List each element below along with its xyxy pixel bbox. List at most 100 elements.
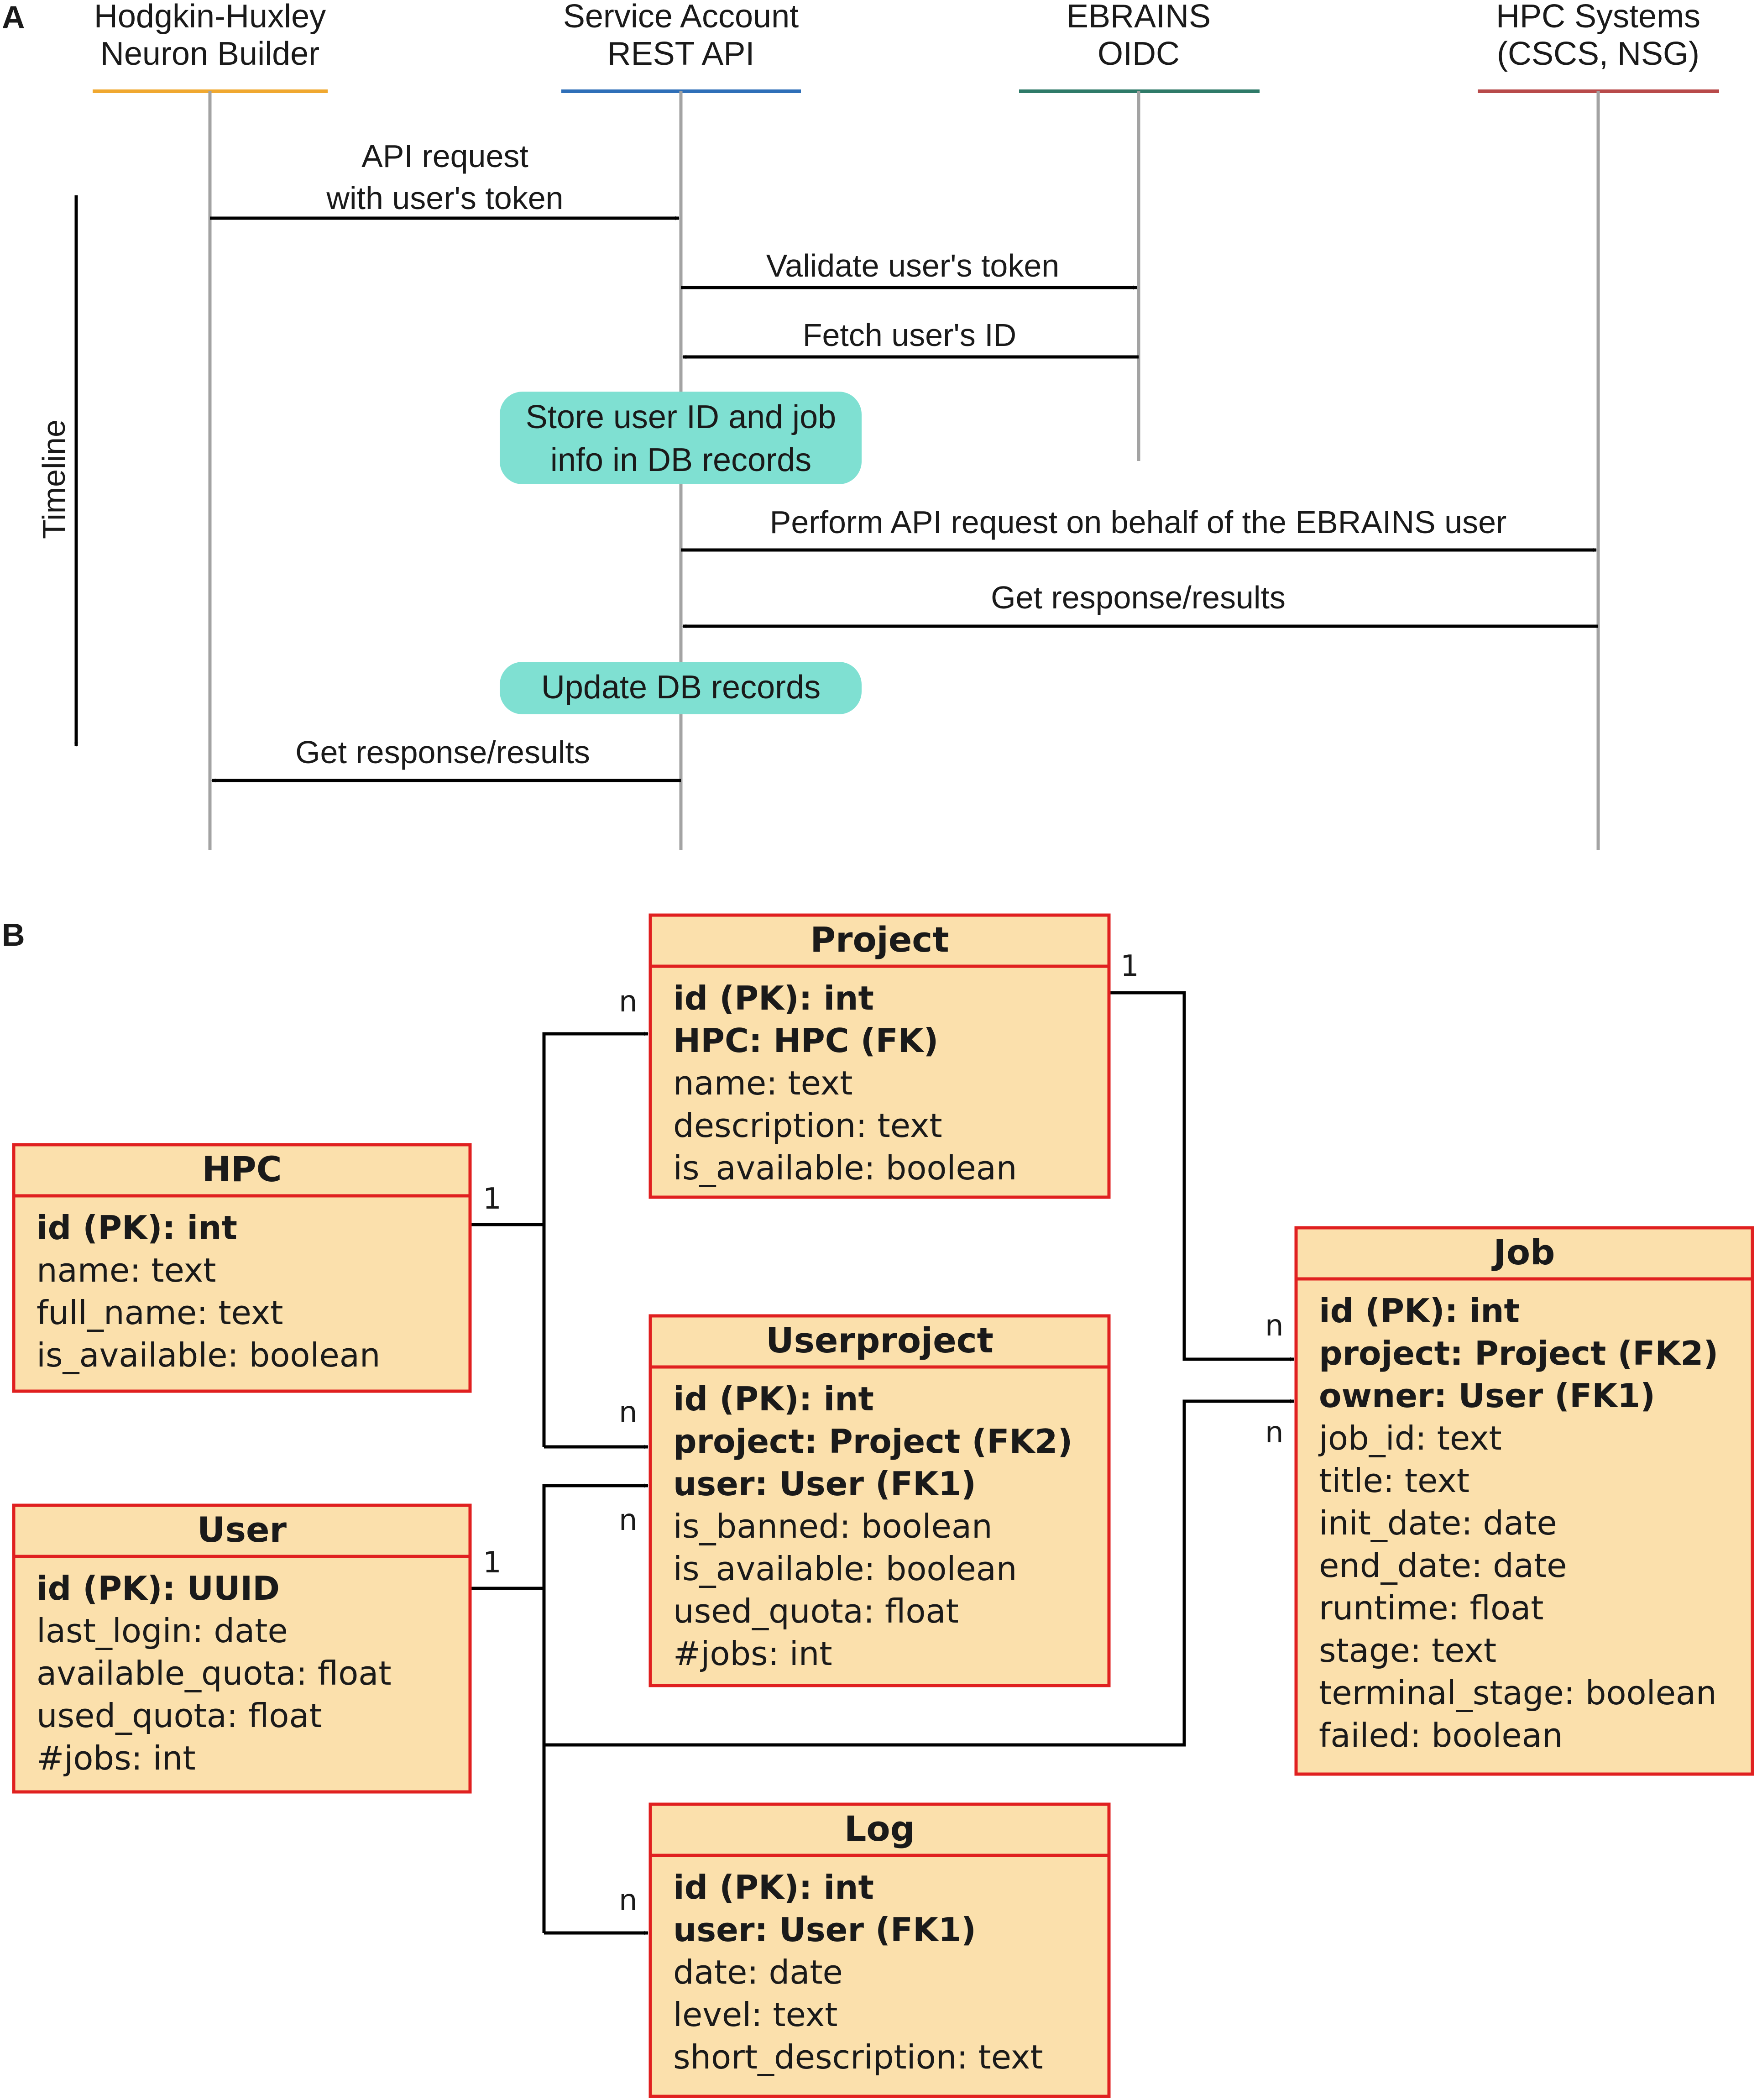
- message-validate-token: Validate user's token: [681, 248, 1137, 290]
- cardinality-project-many: n: [619, 985, 638, 1019]
- message-label-line2: with user's token: [326, 180, 563, 216]
- note-label-line1: Store user ID and job: [526, 399, 836, 435]
- entity-field: id (PK): int: [673, 1380, 874, 1418]
- entity-job: Job id (PK): int project: Project (FK2) own…: [1294, 1226, 1754, 1776]
- entity-field: date: date: [673, 1953, 843, 1991]
- message-api-request: API request with user's token: [210, 138, 680, 220]
- entity-field: owner: User (FK1): [1319, 1377, 1655, 1415]
- entity-field: used_quota: float: [673, 1592, 959, 1630]
- message-label: Perform API request on behalf of the EBR…: [770, 504, 1507, 540]
- timeline: Timeline: [36, 195, 78, 747]
- entity-field: failed: boolean: [1319, 1716, 1563, 1754]
- entity-field: id (PK): UUID: [37, 1569, 280, 1608]
- message-label: Fetch user's ID: [803, 317, 1017, 353]
- entity-box: [1294, 1226, 1754, 1776]
- entity-field: is_available: boolean: [37, 1336, 381, 1374]
- entity-field: end_date: date: [1319, 1546, 1567, 1585]
- actor-label-line2: (CSCS, NSG): [1497, 36, 1699, 72]
- entity-box: [648, 913, 1111, 1199]
- panel-a-label: A: [2, 0, 25, 35]
- cardinality-job-project-many: n: [1265, 1309, 1284, 1343]
- note-box: [500, 392, 862, 484]
- entity-field: id (PK): int: [673, 1868, 874, 1906]
- message-label-line1: API request: [361, 138, 528, 174]
- connector-hpc-project: [542, 1032, 648, 1447]
- entity-field: description: text: [673, 1106, 942, 1145]
- actor-label-line1: Service Account: [563, 0, 799, 35]
- panel-b-label: B: [2, 917, 25, 953]
- note-box: [500, 662, 862, 714]
- actor-label-line2: Neuron Builder: [100, 36, 319, 72]
- cardinality-project-one: 1: [1120, 949, 1139, 983]
- actor-label-line1: HPC Systems: [1496, 0, 1700, 35]
- entity-field: is_banned: boolean: [673, 1507, 993, 1545]
- entity-field: user: User (FK1): [673, 1911, 976, 1949]
- message-label: Get response/results: [295, 734, 590, 770]
- entity-title: Project: [810, 919, 949, 960]
- entity-field: name: text: [37, 1251, 216, 1289]
- entity-field: name: text: [673, 1064, 852, 1102]
- message-fetch-user-id: Fetch user's ID: [682, 317, 1139, 359]
- cardinality-job-user-many: n: [1265, 1416, 1284, 1450]
- entity-field: level: text: [673, 1995, 837, 2034]
- cardinality-userproject-hpc-many: n: [619, 1396, 638, 1430]
- note-label: Update DB records: [541, 669, 821, 706]
- entity-field: init_date: date: [1319, 1504, 1557, 1542]
- message-get-response-client: Get response/results: [211, 734, 681, 783]
- message-perform-api-request: Perform API request on behalf of the EBR…: [681, 504, 1597, 552]
- entity-box: [12, 1143, 472, 1393]
- entity-field: used_quota: float: [37, 1697, 322, 1735]
- actor-label-line1: EBRAINS: [1067, 0, 1211, 35]
- timeline-label: Timeline: [36, 419, 72, 539]
- entity-title: HPC: [202, 1149, 282, 1189]
- relationships: 1 n n 1 n n 1 n n: [470, 949, 1294, 1935]
- entity-field: HPC: HPC (FK): [673, 1021, 938, 1060]
- connector-project-job: [1109, 991, 1294, 1362]
- cardinality-log-many: n: [619, 1884, 638, 1917]
- actor-label-line2: OIDC: [1098, 36, 1180, 72]
- entity-title: Job: [1491, 1232, 1555, 1273]
- cardinality-hpc-one: 1: [483, 1182, 502, 1216]
- actor-service-account-api: Service Account REST API: [561, 0, 801, 850]
- entity-field: terminal_stage: boolean: [1319, 1674, 1717, 1712]
- entity-field: job_id: text: [1318, 1419, 1502, 1457]
- cardinality-user-one: 1: [483, 1546, 502, 1580]
- entity-box: [648, 1802, 1111, 2098]
- entity-field: project: Project (FK2): [673, 1422, 1072, 1461]
- entity-userproject: Userproject id (PK): int project: Project …: [648, 1314, 1111, 1687]
- entity-field: id (PK): int: [1319, 1292, 1520, 1330]
- entity-field: title: text: [1319, 1461, 1469, 1500]
- entity-field: user: User (FK1): [673, 1465, 976, 1503]
- entity-field: available_quota: float: [37, 1654, 392, 1692]
- message-label: Validate user's token: [766, 248, 1059, 283]
- entity-title: Userproject: [766, 1320, 994, 1361]
- message-label: Get response/results: [991, 580, 1286, 615]
- entity-field: project: Project (FK2): [1319, 1334, 1718, 1372]
- entity-field: stage: text: [1319, 1631, 1496, 1670]
- entity-field: id (PK): int: [673, 979, 874, 1017]
- entity-field: short_description: text: [673, 2038, 1043, 2076]
- entity-box: [648, 1314, 1111, 1687]
- entity-field: runtime: float: [1319, 1589, 1543, 1627]
- entity-box: [12, 1503, 472, 1794]
- entity-field: full_name: text: [37, 1294, 283, 1332]
- actor-label-line2: REST API: [607, 36, 755, 72]
- actor-hpc-systems: HPC Systems (CSCS, NSG): [1478, 0, 1719, 850]
- entity-field: is_available: boolean: [673, 1149, 1017, 1187]
- connector-user-job: [544, 1399, 1294, 1747]
- note-update-db: Update DB records: [500, 662, 862, 714]
- entity-field: last_login: date: [37, 1612, 288, 1650]
- entity-field: #jobs: int: [673, 1634, 832, 1673]
- note-label-line2: info in DB records: [550, 442, 811, 478]
- connector-user-userproject: [542, 1483, 648, 1933]
- entity-field: is_available: boolean: [673, 1550, 1017, 1588]
- message-get-response-hpc: Get response/results: [682, 580, 1598, 628]
- entity-field: #jobs: int: [37, 1739, 196, 1777]
- actor-label-line1: Hodgkin-Huxley: [94, 0, 326, 35]
